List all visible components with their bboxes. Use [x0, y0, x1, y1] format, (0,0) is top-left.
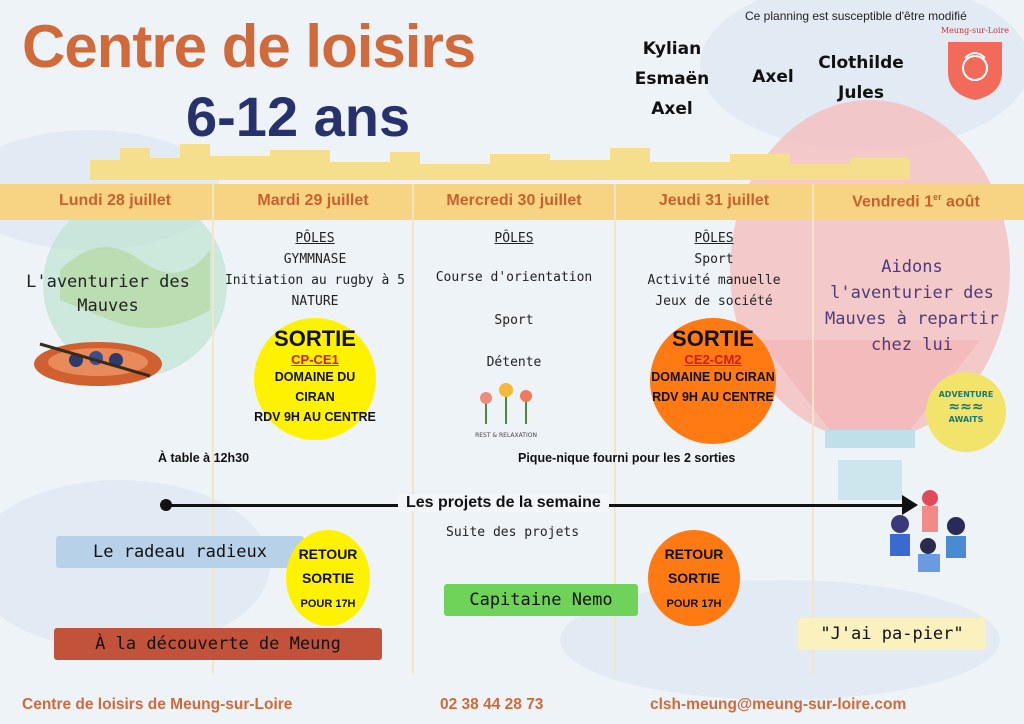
- children-illustration: [890, 490, 966, 572]
- sortie-circle-thursday: SORTIE CE2-CM2 DOMAINE DU CIRAN RDV 9H A…: [650, 318, 776, 444]
- thursday-activities: PÔLES Sport Activité manuelle Jeux de so…: [618, 228, 810, 312]
- town-crest-logo: [948, 42, 1002, 100]
- animator-name: Axel: [752, 67, 794, 87]
- retour-line-1: RETOUR: [298, 546, 358, 562]
- friday-theme-line: Mauves à repartir: [825, 309, 999, 329]
- raft-icon: [34, 342, 162, 386]
- retour-line-2: SORTIE: [667, 570, 721, 586]
- sortie-level: CP-CE1: [291, 352, 339, 367]
- footer-email[interactable]: clsh-meung@meung-sur-loire.com: [650, 696, 907, 713]
- column-divider: [614, 184, 616, 674]
- activity-item: NATURE: [291, 294, 339, 309]
- column-divider: [812, 184, 814, 674]
- friday-theme-line: l'aventurier des: [830, 283, 994, 303]
- tuesday-activities: PÔLES GYMMNASE Initiation au rugby à 5 N…: [220, 228, 410, 312]
- animator-name: Jules: [838, 83, 884, 103]
- activity-item: Sport: [694, 252, 734, 267]
- page-title: Centre de loisirs: [22, 13, 476, 80]
- day-wednesday: Mercredi 30 juillet: [446, 192, 582, 209]
- badge-bottom-text: AWAITS: [948, 415, 984, 424]
- town-logo-text: Meung-sur-Loire: [940, 26, 1010, 35]
- animator-name: Esmaën: [634, 69, 710, 89]
- sortie-title: SORTIE: [274, 326, 356, 351]
- activity-item: Course d'orientation: [435, 270, 593, 285]
- day-friday-suffix: août: [941, 193, 980, 211]
- day-monday: Lundi 28 juillet: [58, 192, 171, 209]
- project-banner-nemo: Capitaine Nemo: [444, 584, 638, 616]
- project-banner-decouverte: À la découverte de Meung: [54, 628, 382, 660]
- wednesday-poles: PÔLES: [416, 228, 612, 249]
- sortie-title: SORTIE: [672, 326, 754, 351]
- day-friday-prefix: Vendredi 1: [852, 193, 934, 211]
- retour-line-1: RETOUR: [664, 546, 724, 562]
- day-thursday: Jeudi 31 juillet: [658, 192, 770, 209]
- retour-line-3-wrap: POUR 17H: [286, 590, 370, 616]
- footer-phone: 02 38 44 28 73: [440, 696, 544, 713]
- animator-name: Axel: [651, 99, 693, 119]
- days-header-bar: [0, 184, 1024, 220]
- activity-item: GYMMNASE: [283, 252, 347, 267]
- wave-icon: ≈≈≈: [948, 399, 984, 415]
- day-tuesday: Mardi 29 juillet: [257, 192, 369, 209]
- column-divider: [412, 184, 414, 674]
- sortie-rdv: RDV 9H AU CENTRE: [254, 410, 376, 424]
- lunch-time: À table à 12h30: [158, 451, 250, 465]
- age-range: 6-12 ans: [186, 85, 411, 148]
- projects-continuation: Suite des projets: [446, 525, 580, 540]
- planning-notice: Ce planning est susceptible d'être modif…: [745, 9, 967, 23]
- animator-names-group-1: Kylian Esmaën Axel: [632, 34, 712, 124]
- sortie-level: CE2-CM2: [684, 352, 742, 367]
- activity-item: Initiation au rugby à 5: [224, 273, 405, 288]
- animator-name: Clothilde: [818, 53, 904, 73]
- day-friday: Vendredi 1er août: [816, 192, 1016, 211]
- poles-label: PÔLES: [694, 231, 734, 246]
- activity-item: Activité manuelle: [647, 273, 781, 288]
- activity-item: Détente: [486, 355, 542, 370]
- monday-theme: L'aventurier des Mauves: [26, 272, 190, 316]
- globe-illustration: [43, 193, 227, 377]
- retour-line-2: SORTIE: [301, 570, 355, 586]
- animator-name: Kylian: [642, 39, 702, 59]
- poles-label: PÔLES: [494, 231, 534, 246]
- badge-top-text: ADVENTURE: [938, 390, 994, 399]
- project-banner-radeau: Le radeau radieux: [56, 536, 304, 568]
- arrow-head-icon: [902, 495, 918, 515]
- friday-theme: Aidons l'aventurier des Mauves à reparti…: [816, 254, 1008, 358]
- retour-circle-tuesday: RETOUR SORTIE POUR 17H: [286, 530, 370, 626]
- sortie-rdv: RDV 9H AU CENTRE: [652, 390, 774, 404]
- retour-circle-thursday: RETOUR SORTIE POUR 17H: [648, 530, 740, 626]
- activity-item: Sport: [494, 313, 534, 328]
- friday-theme-line: chez lui: [871, 335, 953, 355]
- relax-badge-text: REST & RELAXATION: [475, 432, 537, 439]
- town-skyline-illustration: [90, 144, 910, 180]
- friday-theme-line: Aidons: [881, 257, 943, 277]
- sortie-place: DOMAINE DU CIRAN: [651, 370, 775, 384]
- poles-label: PÔLES: [295, 231, 335, 246]
- retour-line-3-wrap: POUR 17H: [648, 590, 740, 616]
- sortie-place: DOMAINE DU CIRAN: [274, 370, 356, 404]
- column-divider: [212, 184, 214, 674]
- arrow-start-dot: [160, 499, 172, 511]
- retour-line-3: POUR 17H: [300, 598, 356, 610]
- flowers-icon: [480, 383, 532, 424]
- projects-label: Les projets de la semaine: [398, 494, 609, 512]
- animator-names-group-3: Clothilde Jules: [806, 48, 916, 108]
- day-friday-sup: er: [933, 192, 942, 202]
- retour-line-3: POUR 17H: [666, 598, 722, 610]
- activity-item: Jeux de société: [655, 294, 773, 309]
- picnic-note: Pique-nique fourni pour les 2 sorties: [518, 451, 736, 465]
- project-banner-papier: "J'ai pa-pier": [798, 618, 986, 650]
- sortie-circle-tuesday: SORTIE CP-CE1 DOMAINE DU CIRAN RDV 9H AU…: [254, 318, 376, 440]
- adventure-badge: ADVENTURE ≈≈≈ AWAITS: [926, 372, 1006, 452]
- animator-names-group-2: Axel: [740, 62, 806, 92]
- footer-organization: Centre de loisirs de Meung-sur-Loire: [22, 696, 293, 713]
